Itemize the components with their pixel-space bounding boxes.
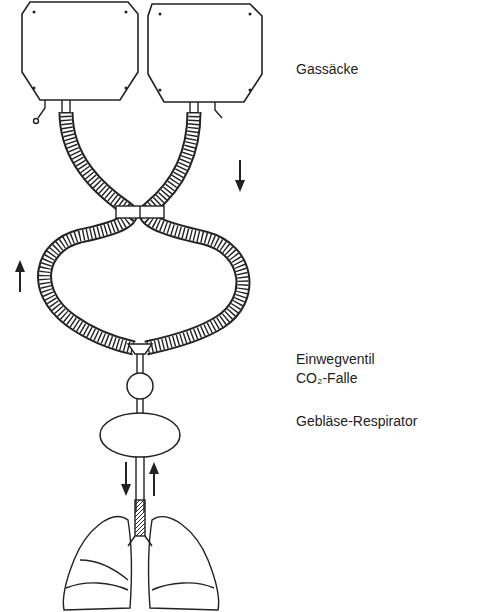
blower-respirator bbox=[100, 413, 180, 457]
y-junction bbox=[128, 344, 152, 373]
part-label: Einwegventil CO₂-Falle bbox=[296, 350, 392, 388]
part-label: Gebläse-Respirator bbox=[296, 412, 486, 431]
flow-arrow bbox=[15, 160, 245, 496]
tube-clamp bbox=[116, 206, 164, 218]
stem-tube bbox=[137, 399, 143, 414]
gas-bag bbox=[22, 2, 262, 102]
part-label: Gassäcke bbox=[296, 60, 476, 79]
valve-trap bbox=[127, 373, 153, 399]
bag-screw bbox=[33, 11, 252, 92]
lungs bbox=[63, 500, 218, 610]
corrugated-tube bbox=[45, 112, 243, 348]
